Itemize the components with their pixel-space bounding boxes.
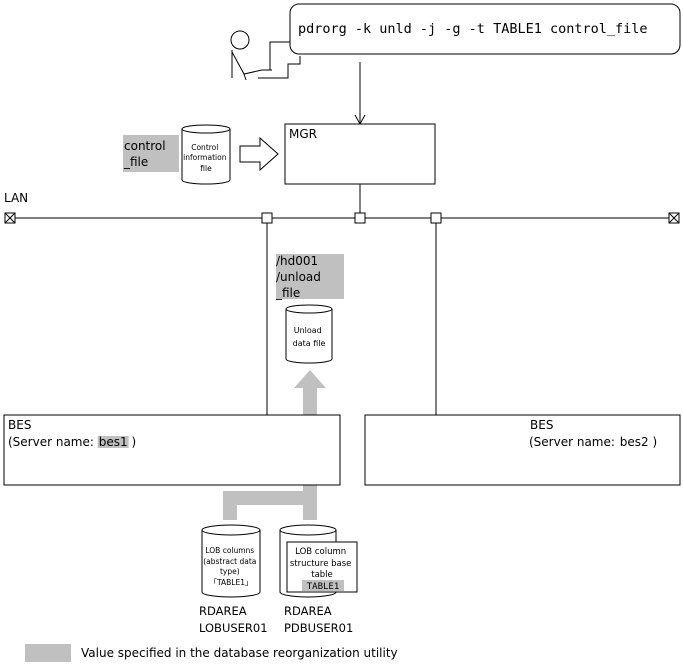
lob-structure-table-line-1: LOB column bbox=[295, 547, 346, 557]
control-file-highlight bbox=[123, 135, 179, 172]
mgr-label: MGR bbox=[289, 127, 317, 141]
lob-columns-line-1: LOB columns bbox=[205, 546, 254, 555]
lob-columns-cylinder bbox=[201, 524, 261, 598]
lob-structure-table-text: LOB column structure base table bbox=[290, 547, 354, 580]
lan-node-mgr bbox=[354, 212, 366, 224]
table1-highlight bbox=[302, 580, 344, 591]
legend-text: Value specified in the database reorgani… bbox=[81, 646, 398, 660]
bes2-box bbox=[364, 414, 681, 486]
rdarea-pdbuser01-label: RDAREA PDBUSER01 bbox=[284, 604, 353, 635]
terminal-icon bbox=[258, 41, 301, 79]
control-information-file-line-2: information bbox=[183, 153, 227, 162]
control-file-label-line-1: control bbox=[124, 139, 166, 153]
rdarea-pdbuser01-line-2: PDBUSER01 bbox=[284, 621, 353, 635]
control-information-file-line-3: file bbox=[200, 164, 212, 173]
bes2-server-suffix: ) bbox=[652, 435, 657, 449]
rdarea-lobuser01-line-1: RDAREA bbox=[199, 604, 247, 618]
control-file-label: control _file bbox=[123, 139, 169, 169]
unload-file-label-line-1: /hd001 bbox=[276, 254, 318, 268]
hollow-arrow-to-mgr bbox=[239, 136, 279, 172]
lob-columns-line-3: type) bbox=[220, 567, 240, 576]
mgr-box bbox=[284, 123, 436, 185]
lob-columns-line-4: 「TABLE1」 bbox=[210, 578, 253, 587]
bes2-server-line: (Server name: bes2 ) bbox=[529, 435, 657, 449]
unload-data-file-line-2: data file bbox=[293, 339, 326, 348]
bes2-server-name: bes2 bbox=[620, 435, 649, 449]
bes1-server-prefix: (Server name: bbox=[8, 435, 98, 449]
unload-file-label: /hd001 /unload _file bbox=[275, 254, 325, 300]
control-file-label-line-2: _file bbox=[123, 155, 148, 169]
bes1-server-line: (Server name: bes1 ) bbox=[8, 435, 136, 449]
command-text: pdrorg -k unld -j -g -t TABLE1 control_f… bbox=[298, 21, 648, 37]
lob-structure-table-line-3: table bbox=[311, 570, 333, 580]
lan-node-bes2 bbox=[430, 212, 442, 224]
bes1-server-suffix: ) bbox=[131, 435, 136, 449]
bes2-title: BES bbox=[530, 418, 553, 432]
lob-columns-line-2: (abstract data bbox=[203, 557, 256, 566]
unload-file-label-line-3: _file bbox=[275, 286, 300, 300]
command-box bbox=[289, 3, 681, 55]
control-information-file-line-1: Control bbox=[191, 143, 218, 152]
rdarea-pdbuser01-line-1: RDAREA bbox=[284, 604, 332, 618]
legend-swatch bbox=[25, 644, 71, 662]
lan-terminator-left bbox=[4, 212, 16, 224]
rdarea-lobuser01-line-2: LOBUSER01 bbox=[199, 621, 268, 635]
rdarea-lobuser01-label: RDAREA LOBUSER01 bbox=[199, 604, 268, 635]
control-information-file-text: Control information file bbox=[183, 143, 229, 173]
lob-structure-table-line-2: structure base bbox=[290, 559, 352, 569]
bes1-server-name-highlight bbox=[97, 436, 129, 448]
table1-name: TABLE1 bbox=[307, 582, 340, 592]
control-information-file-cylinder bbox=[181, 124, 231, 185]
lob-columns-text: LOB columns (abstract data type) 「TABLE1… bbox=[203, 546, 259, 587]
unload-file-label-line-2: /unload bbox=[276, 270, 321, 284]
lan-node-bes1 bbox=[261, 212, 273, 224]
unload-file-highlight bbox=[276, 254, 344, 299]
bes1-server-name: bes1 bbox=[99, 435, 128, 449]
user-icon bbox=[230, 30, 263, 81]
unload-data-file-text: Unload data file bbox=[293, 326, 326, 348]
unload-data-file-line-1: Unload bbox=[294, 326, 322, 335]
command-arrow bbox=[354, 62, 366, 126]
unload-data-file-cylinder bbox=[285, 304, 333, 364]
bes1-title: BES bbox=[8, 418, 31, 432]
bes1-box bbox=[3, 414, 341, 486]
bes2-server-prefix: (Server name: bbox=[529, 435, 619, 449]
lan-label: LAN bbox=[4, 191, 28, 205]
lan-terminator-right bbox=[668, 212, 680, 224]
